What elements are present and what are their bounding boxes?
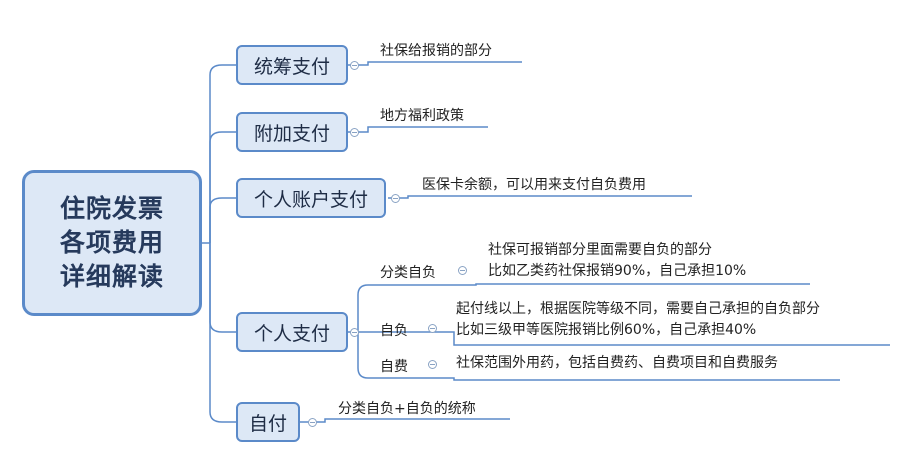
collapse-icon[interactable] <box>350 328 359 337</box>
topic-pooled-payment[interactable]: 统筹支付 <box>236 45 348 85</box>
topic-label: 个人账户支付 <box>253 188 368 211</box>
topic-label: 统筹支付 <box>253 55 330 78</box>
collapse-icon[interactable] <box>428 324 437 333</box>
note-self-paid: 分类自负+自负的统称 <box>338 401 476 417</box>
root-line-2: 各项费用 <box>59 228 164 257</box>
note-pooled-payment: 社保给报销的部分 <box>380 43 492 59</box>
subtopic-self-pay[interactable]: 自负 <box>380 323 408 339</box>
collapse-icon[interactable] <box>458 266 467 275</box>
note-out-of-pocket: 社保范围外用药，包括自费药、自费项目和自费服务 <box>456 355 778 371</box>
topic-label: 自付 <box>248 412 287 435</box>
collapse-icon[interactable] <box>350 61 359 70</box>
collapse-icon[interactable] <box>391 194 400 203</box>
collapse-icon[interactable] <box>428 360 437 369</box>
root-line-1: 住院发票 <box>59 194 164 223</box>
collapse-icon[interactable] <box>350 128 359 137</box>
root-line-3: 详细解读 <box>59 262 164 291</box>
note-personal-account-payment: 医保卡余额，可以用来支付自负费用 <box>422 177 646 193</box>
note-category-self-pay-2: 比如乙类药社保报销90%，自己承担10% <box>488 263 747 279</box>
note-additional-payment: 地方福利政策 <box>380 108 464 124</box>
topic-personal-payment[interactable]: 个人支付 <box>236 312 348 352</box>
note-category-self-pay-1: 社保可报销部分里面需要自负的部分 <box>488 242 712 258</box>
note-self-pay-1: 起付线以上，根据医院等级不同，需要自己承担的自负部分 <box>456 301 820 317</box>
topic-self-paid[interactable]: 自付 <box>236 402 300 442</box>
subtopic-out-of-pocket[interactable]: 自费 <box>380 359 408 375</box>
topic-personal-account-payment[interactable]: 个人账户支付 <box>236 178 386 218</box>
subtopic-category-self-pay[interactable]: 分类自负 <box>380 265 436 281</box>
note-self-pay-2: 比如三级甲等医院报销比例60%，自己承担40% <box>456 322 757 338</box>
topic-label: 个人支付 <box>253 322 330 345</box>
collapse-icon[interactable] <box>308 418 317 427</box>
topic-label: 附加支付 <box>253 122 330 145</box>
root-topic[interactable]: 住院发票 各项费用 详细解读 <box>22 170 202 316</box>
topic-additional-payment[interactable]: 附加支付 <box>236 112 348 152</box>
